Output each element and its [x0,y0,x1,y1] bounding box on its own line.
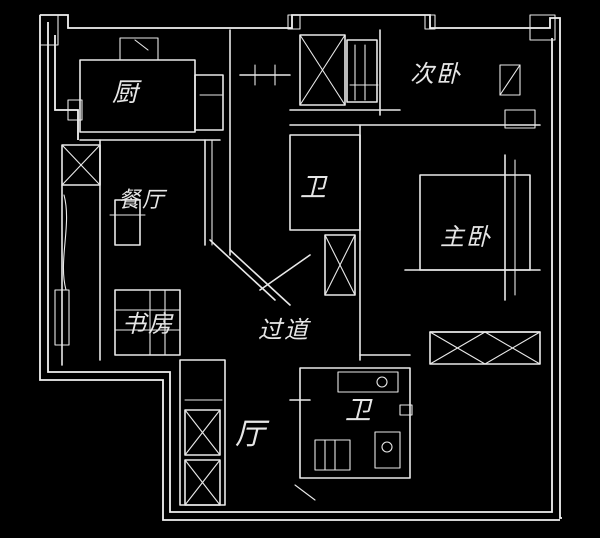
room-label-bathroom-bottom: 卫 [345,396,374,426]
dining-area [54,139,221,366]
living-block [179,359,226,506]
room-label-kitchen: 厨 [112,78,141,108]
bathroom-bottom-block [289,367,413,501]
room-label-bedroom-master: 主卧 [440,223,492,251]
room-label-corridor: 过道 [258,316,310,344]
kitchen-block [67,37,224,133]
room-label-study: 书房 [122,310,174,338]
top-closets [229,29,541,256]
room-label-living: 厅 [235,417,267,452]
room-label-bedroom-second: 次卧 [410,60,462,88]
room-label-dining: 餐厅 [118,188,167,213]
room-label-bathroom-top: 卫 [300,173,329,203]
outer-walls [39,14,562,521]
master-bedroom-block [404,154,541,365]
corridor-zone [209,124,411,361]
study-furniture [114,289,181,356]
